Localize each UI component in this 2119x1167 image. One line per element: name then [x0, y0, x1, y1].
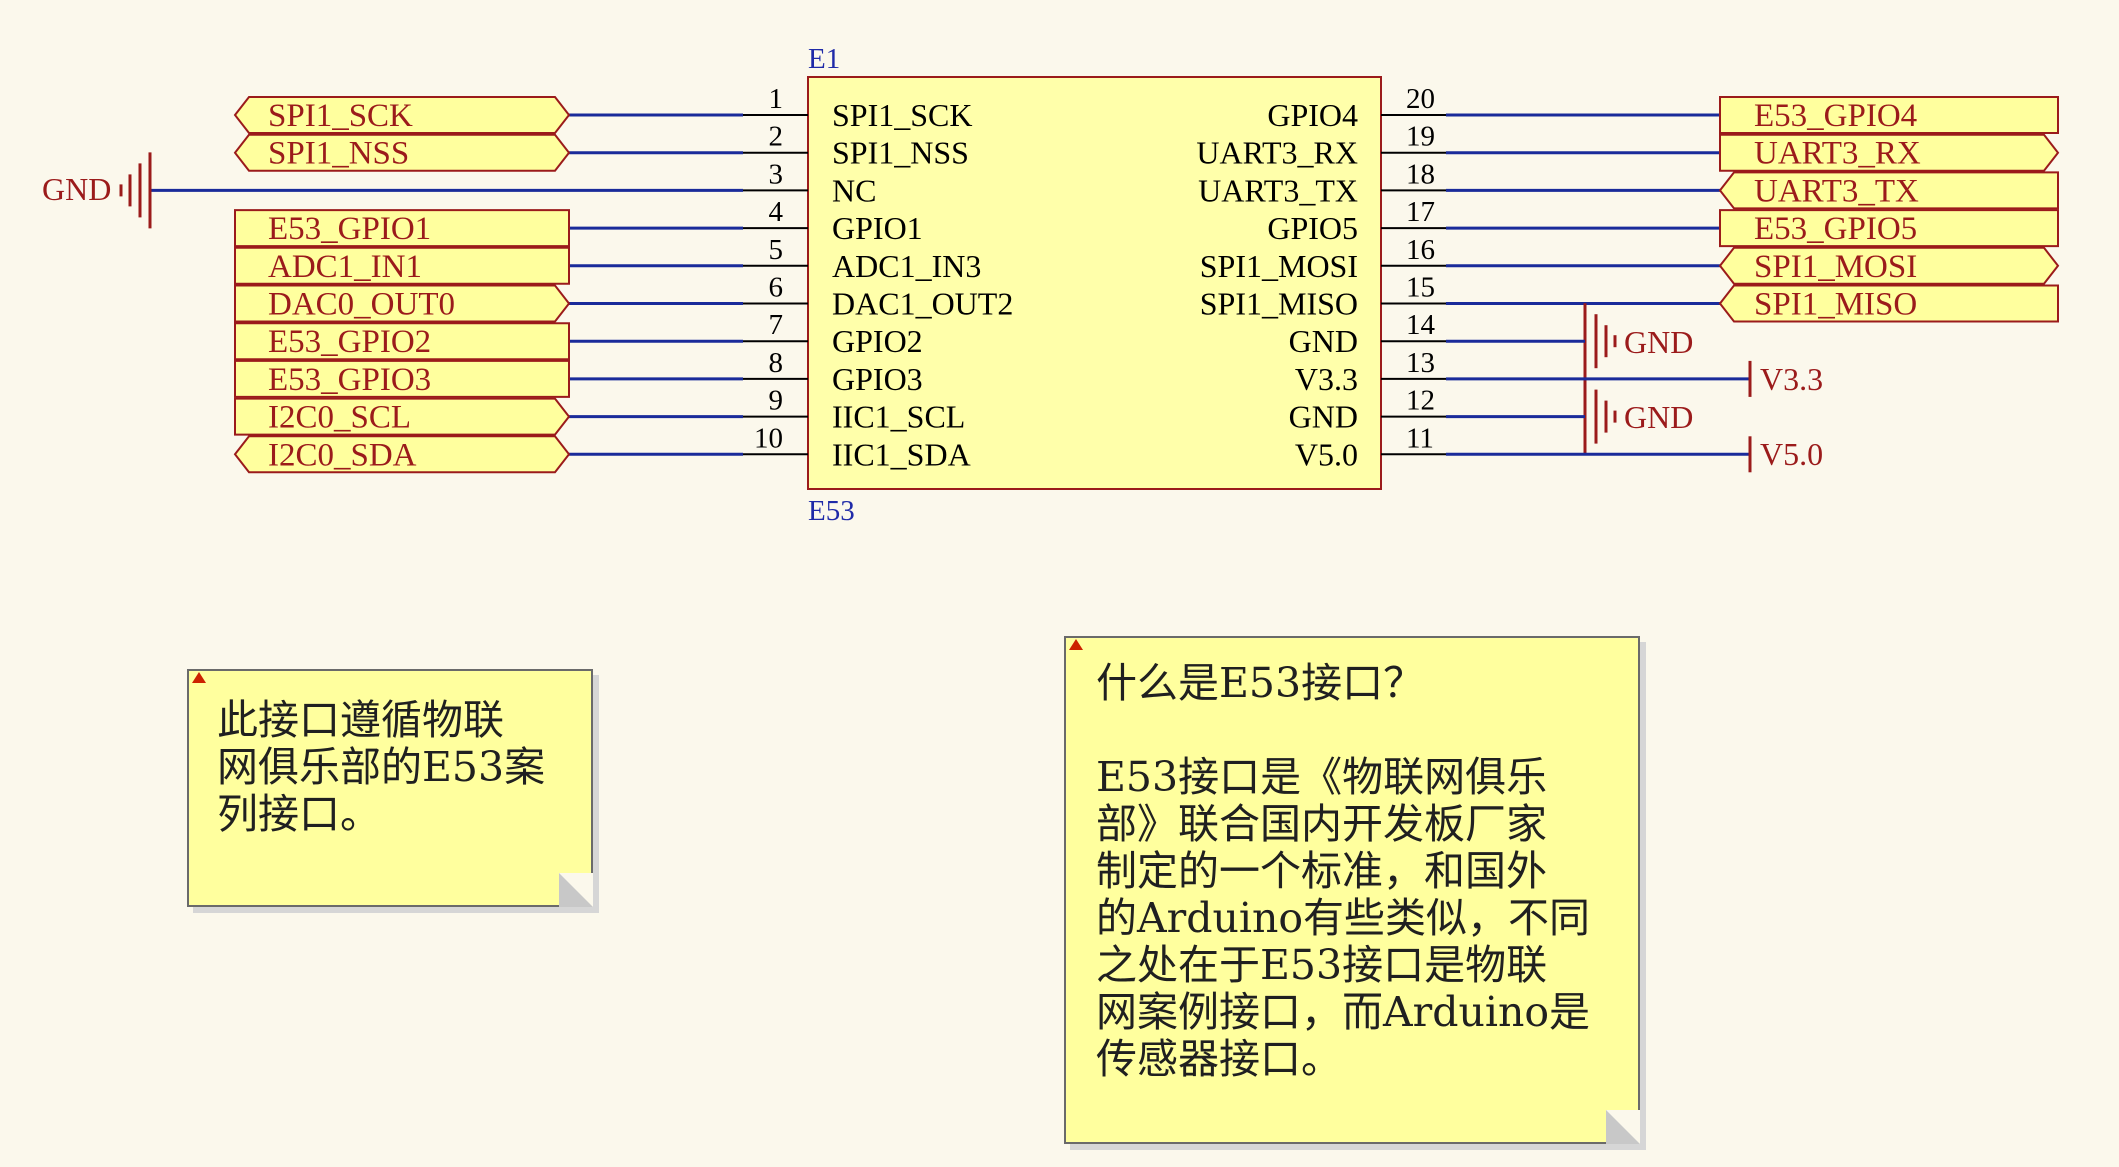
pin-number: 11 [1406, 422, 1434, 454]
component-designator: E1 [808, 43, 840, 75]
port-label: I2C0_SDA [268, 437, 417, 473]
pin-number: 4 [769, 196, 784, 228]
port-label: UART3_RX [1754, 136, 1921, 172]
note-title: 什么是E53接口？ [1096, 659, 1425, 707]
pin-name: NC [832, 172, 876, 208]
port-i2c0-sda[interactable] [233, 435, 571, 474]
pin-name: V5.0 [1295, 436, 1358, 472]
port-label: SPI1_NSS [268, 136, 409, 172]
pin-number: 9 [769, 385, 784, 417]
pin-name: DAC1_OUT2 [832, 286, 1013, 322]
pin-number: 18 [1406, 158, 1435, 190]
pin-number: 19 [1406, 121, 1435, 153]
pin-name: SPI1_NSS [832, 135, 969, 171]
note-e53-compliance[interactable]: 此接口遵循物联 网俱乐部的E53案 列接口。 [187, 669, 593, 907]
e53-component-body[interactable] [807, 76, 1382, 490]
port-label: DAC0_OUT0 [268, 287, 455, 323]
port-e53-gpio4[interactable] [1719, 96, 2059, 134]
port-label: I2C0_SCL [268, 400, 411, 436]
pin-name: IIC1_SDA [832, 436, 971, 472]
pin-name: SPI1_MISO [1200, 286, 1358, 322]
port-dac0-out0[interactable] [234, 284, 571, 323]
gnd-left-label: GND [42, 171, 111, 207]
component-comment: E53 [808, 495, 855, 527]
port-label: SPI1_SCK [268, 98, 413, 134]
pin-number: 14 [1406, 309, 1436, 341]
pin-number: 20 [1406, 83, 1435, 115]
port-e53-gpio5[interactable] [1719, 209, 2059, 248]
port-label: E53_GPIO4 [1754, 98, 1917, 134]
port-adc1-in1[interactable] [234, 246, 570, 285]
pin-name: IIC1_SCL [832, 399, 965, 435]
schematic-dynamic-layer: 1 SPI1_SCK 2 SPI1_NSS 3 NC 4 GPIO1 5 ADC1_IN3 6 DAC… [119, 83, 2060, 474]
note-fold-icon [1606, 1110, 1640, 1144]
port-label: E53_GPIO2 [268, 324, 431, 360]
port-label: E53_GPIO1 [268, 211, 431, 247]
pin-number: 12 [1406, 385, 1435, 417]
pin-name: GND [1289, 323, 1358, 359]
pin-number: 15 [1406, 272, 1435, 304]
pin-name: GPIO5 [1267, 210, 1358, 246]
note-text: E53接口是《物联网俱乐 部》联合国内开发板厂家 制定的一个标准，和国外 的Ar… [1096, 753, 1591, 1083]
port-spi1-mosi[interactable] [1718, 246, 2060, 285]
gnd-right-label-2: GND [1624, 399, 1693, 435]
port-label: UART3_TX [1754, 173, 1919, 209]
pin-number: 3 [769, 158, 784, 190]
pin-name: GPIO3 [832, 361, 923, 397]
pin-name: GND [1289, 399, 1358, 435]
port-label: ADC1_IN1 [268, 249, 422, 285]
port-spi1-miso[interactable] [1718, 284, 2059, 323]
pin-number: 6 [769, 272, 784, 304]
pin-number: 1 [769, 83, 784, 115]
port-label: SPI1_MOSI [1754, 249, 1917, 285]
pin-name: GPIO2 [832, 323, 923, 359]
pin-name: UART3_RX [1196, 135, 1358, 171]
port-e53-gpio2[interactable] [234, 322, 570, 361]
port-label: SPI1_MISO [1754, 287, 1917, 323]
note-text: 此接口遵循物联 网俱乐部的E53案 列接口。 [217, 696, 546, 838]
pin-number: 7 [769, 309, 784, 341]
pin-number: 2 [769, 121, 784, 153]
pin-number: 16 [1406, 234, 1435, 266]
pin-number: 17 [1406, 196, 1435, 228]
port-e53-gpio1[interactable] [234, 209, 570, 248]
port-uart3-rx[interactable] [1719, 133, 2060, 172]
pin-number: 8 [769, 347, 784, 379]
v33-label: V3.3 [1760, 361, 1823, 397]
note-what-is-e53[interactable]: 什么是E53接口？ E53接口是《物联网俱乐 部》联合国内开发板厂家 制定的一个… [1064, 636, 1640, 1144]
pin-name: UART3_TX [1198, 172, 1358, 208]
pin-name: ADC1_IN3 [832, 248, 981, 284]
pin-name: GPIO1 [832, 210, 923, 246]
pin-number: 10 [754, 422, 783, 454]
port-label: E53_GPIO5 [1754, 211, 1917, 247]
v50-label: V5.0 [1760, 436, 1823, 472]
pin-name: SPI1_MOSI [1200, 248, 1358, 284]
note-flag-icon [192, 672, 206, 683]
note-flag-icon [1069, 639, 1083, 650]
pin-name: GPIO4 [1267, 97, 1358, 133]
port-spi1-nss[interactable] [233, 133, 571, 172]
port-uart3-tx[interactable] [1718, 171, 2059, 210]
gnd-right-label-1: GND [1624, 324, 1693, 360]
port-label: E53_GPIO3 [268, 362, 431, 398]
port-e53-gpio3[interactable] [234, 359, 570, 398]
port-spi1-sck[interactable] [233, 96, 571, 134]
pin-number: 5 [769, 234, 784, 266]
pin-name: V3.3 [1295, 361, 1358, 397]
pin-number: 13 [1406, 347, 1435, 379]
note-fold-icon [559, 873, 593, 907]
port-i2c0-scl[interactable] [234, 397, 571, 436]
pin-name: SPI1_SCK [832, 97, 973, 133]
